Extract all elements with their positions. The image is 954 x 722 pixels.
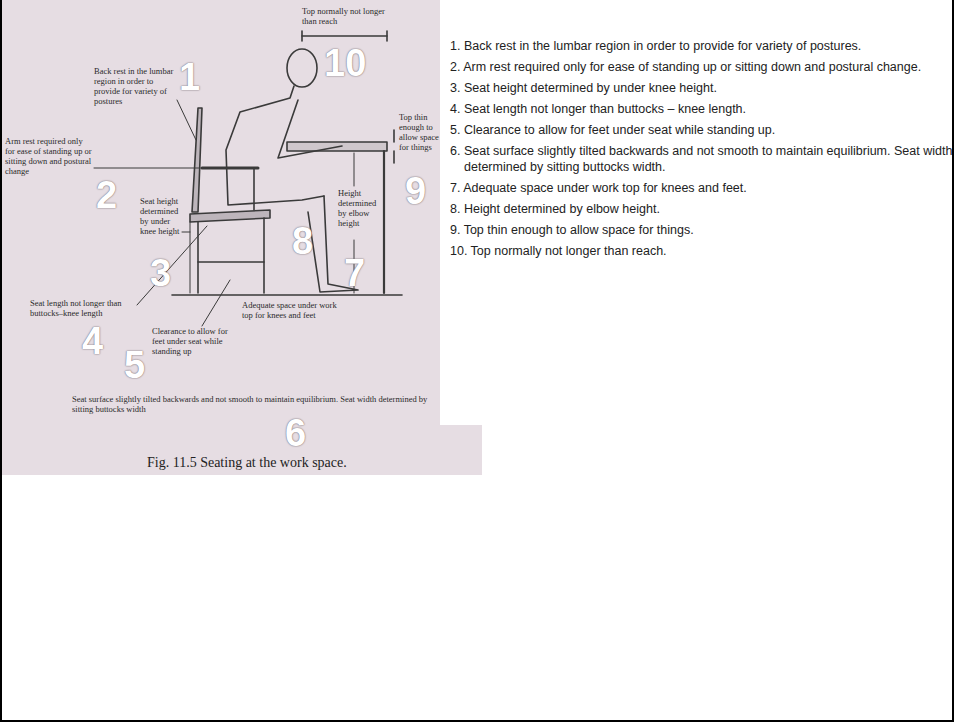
chair-armrest xyxy=(202,167,258,170)
dimension-arrow xyxy=(393,151,395,163)
list-item: 2. Arm rest required only for ease of st… xyxy=(450,59,954,75)
floor-line xyxy=(172,294,402,296)
list-item: 3. Seat height determined by under knee … xyxy=(450,80,954,96)
callout-number: 8 xyxy=(292,222,313,260)
part-label: Top thin enough to allow space for thing… xyxy=(399,112,439,152)
leader-line xyxy=(177,100,196,140)
part-label: Arm rest required only for ease of stand… xyxy=(5,136,93,176)
leader-line xyxy=(182,232,190,233)
callout-number: 3 xyxy=(150,254,171,292)
person-torso xyxy=(226,86,324,205)
dimension-tick xyxy=(301,31,303,41)
callout-number: 7 xyxy=(344,254,365,292)
person-head xyxy=(287,49,317,87)
part-label: Seat length not longer than buttocks–kne… xyxy=(30,298,136,318)
callout-number: 5 xyxy=(124,346,145,384)
table-leg xyxy=(383,151,385,293)
dimension-line xyxy=(302,35,387,37)
chair-leg xyxy=(263,218,265,293)
list-item: 5. Clearance to allow for feet under sea… xyxy=(450,122,954,138)
dimension-line xyxy=(354,153,355,186)
chair-seat xyxy=(190,210,270,222)
leader-line xyxy=(202,280,230,326)
part-label: Back rest in the lumbar region in order … xyxy=(94,66,176,106)
list-item: 6. Seat surface slightly tilted backward… xyxy=(450,143,954,175)
callout-number: 2 xyxy=(96,176,117,214)
scan-ground xyxy=(442,425,482,475)
part-label: Adequate space under work top for knees … xyxy=(242,300,337,320)
figure-caption: Fig. 11.5 Seating at the work space. xyxy=(147,455,347,471)
person-arm xyxy=(278,100,342,158)
leader-line xyxy=(137,226,207,305)
chair-backrest xyxy=(192,108,202,212)
dimension-arrow xyxy=(393,130,395,142)
list-item: 8. Height determined by elbow height. xyxy=(450,201,954,217)
chair-rail xyxy=(198,261,264,263)
dimension-line xyxy=(190,222,191,293)
callout-number: 9 xyxy=(405,172,426,210)
list-item: 10. Top normally not longer than reach. xyxy=(450,243,954,259)
list-item: 7. Adequate space under work top for kne… xyxy=(450,180,954,196)
callout-number: 6 xyxy=(285,414,306,452)
part-label: Seat height determined by under knee hei… xyxy=(140,196,188,236)
list-item: 9. Top thin enough to allow space for th… xyxy=(450,222,954,238)
part-label: Height determined by elbow height xyxy=(338,188,382,228)
scan-ground xyxy=(2,0,442,475)
leader-line xyxy=(94,168,200,169)
callout-number: 4 xyxy=(82,322,103,360)
part-label: Top normally not longer than reach xyxy=(302,6,392,26)
list-item: 4. Seat length not longer than buttocks … xyxy=(450,101,954,117)
callout-number: 10 xyxy=(324,44,366,82)
list-item: 1. Back rest in the lumbar region in ord… xyxy=(450,38,954,54)
callout-number: 1 xyxy=(179,58,200,96)
part-label: Clearance to allow for feet under seat w… xyxy=(152,326,242,356)
part-label: Seat surface slightly tilted backwards a… xyxy=(72,394,432,414)
chair-leg xyxy=(197,222,199,293)
dimension-tick xyxy=(386,31,388,41)
